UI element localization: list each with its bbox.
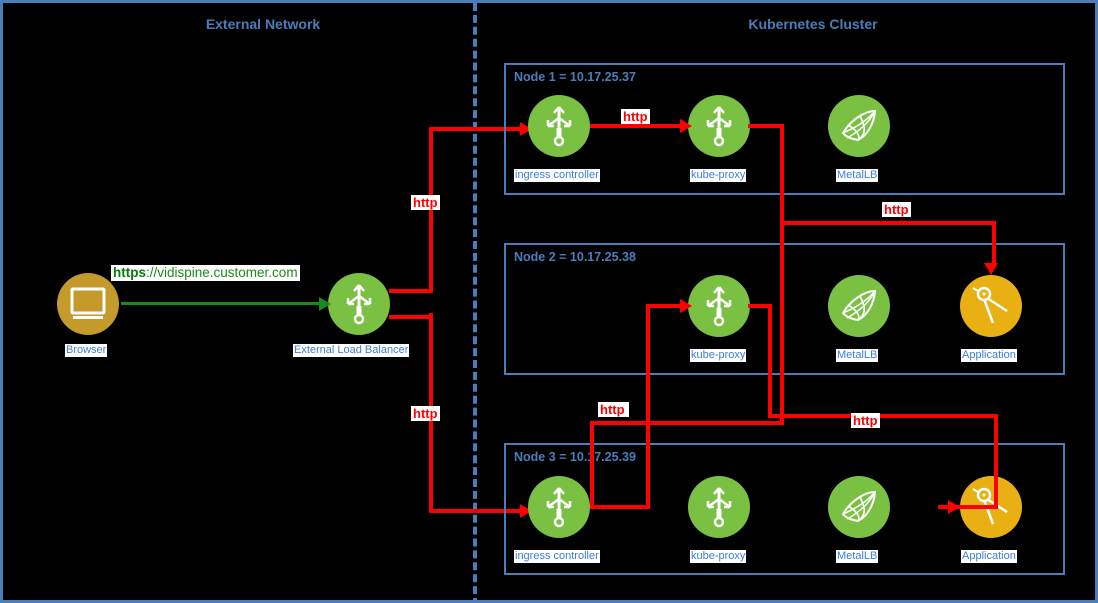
edge-lb-to-node1-horizontal	[429, 127, 524, 131]
load-balancer-icon	[699, 485, 739, 529]
node-1-title: Node 1 = 10.17.25.37	[514, 70, 636, 84]
monitor-icon	[69, 287, 107, 321]
node-1-kube-proxy[interactable]	[688, 95, 750, 157]
node-3-kube-proxy[interactable]	[688, 476, 750, 538]
node-2-application[interactable]	[960, 275, 1022, 337]
node-3-title: Node 3 = 10.17.25.39	[514, 450, 636, 464]
arrow-to-node2-kubeproxy	[680, 299, 692, 313]
edge-ingress3-out	[590, 505, 650, 509]
arrow-to-node3-application	[948, 500, 960, 514]
zone-title-kubernetes-cluster: Kubernetes Cluster	[748, 16, 878, 32]
edge-lb-to-node1-vertical	[429, 127, 433, 293]
node-2-application-label: Application	[961, 349, 1017, 362]
edge-to-node2-app-horizontal	[780, 221, 996, 225]
node-2-kube-proxy[interactable]	[688, 275, 750, 337]
label-kubeproxy1-to-app2: http	[882, 202, 911, 217]
mesh-icon	[838, 488, 880, 526]
edge-browser-to-lb	[121, 302, 321, 305]
label-lb-to-node3: http	[411, 406, 440, 421]
arrow-browser-to-lb	[319, 297, 331, 311]
edge-ingress1-to-kubeproxy1	[590, 124, 682, 128]
edge-node3-ingress-vertical	[590, 421, 594, 509]
edge-to-node2-app-vertical	[992, 221, 996, 265]
edge-kubeproxy1-out	[748, 124, 784, 128]
url-scheme: https	[113, 265, 146, 280]
zone-divider	[473, 3, 477, 600]
mesh-icon	[838, 287, 880, 325]
mesh-icon	[838, 107, 880, 145]
node-2-kube-proxy-label: kube-proxy	[690, 349, 747, 362]
label-lb-to-node1: http	[411, 195, 440, 210]
compass-icon	[971, 285, 1011, 327]
load-balancer-icon	[339, 282, 379, 326]
edge-ingress3-to-kubeproxy2-vertical	[646, 304, 650, 509]
node-3-kube-proxy-label: kube-proxy	[690, 550, 747, 563]
load-balancer-icon	[539, 485, 579, 529]
label-ingress1-to-kubeproxy1: http	[621, 109, 650, 124]
arrow-ingress1-to-kubeproxy1	[680, 119, 692, 133]
edge-lb-stub-bottom	[389, 315, 433, 319]
node-2-title: Node 2 = 10.17.25.38	[514, 250, 636, 264]
node-1-ingress-controller[interactable]	[528, 95, 590, 157]
edge-kubeproxy2-out	[748, 304, 772, 308]
node-1-kube-proxy-label: kube-proxy	[690, 169, 747, 182]
label-ingress3-to-kubeproxy2: http	[598, 402, 627, 417]
node-1-metallb[interactable]	[828, 95, 890, 157]
external-load-balancer-label: External Load Balancer	[293, 344, 410, 357]
edge-trunk-to-node3-ingress	[590, 421, 784, 425]
node-3-metallb-label: MetalLB	[836, 550, 879, 563]
https-url-label: https://vidispine.customer.com	[111, 265, 300, 281]
arrow-to-node2-application	[984, 263, 998, 275]
external-load-balancer-node[interactable]	[328, 273, 390, 335]
node-3-application-label: Application	[961, 550, 1017, 563]
edge-kubeproxy2-to-app3-horizontal	[768, 414, 998, 418]
node-3-ingress-controller-label: ingress controller	[514, 550, 600, 563]
edge-kubeproxy2-down	[768, 304, 772, 418]
node-1-metallb-label: MetalLB	[836, 169, 879, 182]
label-kubeproxy2-to-app3: http	[851, 413, 880, 428]
browser-label: Browser	[65, 344, 108, 357]
node-2-box: Node 2 = 10.17.25.38	[504, 243, 1065, 375]
node-3-ingress-controller[interactable]	[528, 476, 590, 538]
node-1-box: Node 1 = 10.17.25.37	[504, 63, 1065, 195]
load-balancer-icon	[699, 284, 739, 328]
edge-lb-to-node3-horizontal	[429, 509, 524, 513]
node-2-metallb-label: MetalLB	[836, 349, 879, 362]
edge-kubeproxy1-down-trunk	[780, 124, 784, 425]
zone-title-external-network: External Network	[205, 16, 321, 32]
node-3-box: Node 3 = 10.17.25.39	[504, 443, 1065, 575]
url-rest: ://vidispine.customer.com	[146, 265, 298, 280]
edge-kubeproxy2-to-app3-final	[938, 505, 998, 509]
browser-node[interactable]	[57, 273, 119, 335]
load-balancer-icon	[699, 104, 739, 148]
node-3-metallb[interactable]	[828, 476, 890, 538]
load-balancer-icon	[539, 104, 579, 148]
edge-lb-stub-top	[389, 289, 433, 293]
compass-icon	[971, 486, 1011, 528]
node-1-ingress-controller-label: ingress controller	[514, 169, 600, 182]
edge-kubeproxy2-to-app3-vertical	[994, 414, 998, 505]
edge-ingress3-to-kubeproxy2-horizontal	[646, 304, 682, 308]
node-2-metallb[interactable]	[828, 275, 890, 337]
